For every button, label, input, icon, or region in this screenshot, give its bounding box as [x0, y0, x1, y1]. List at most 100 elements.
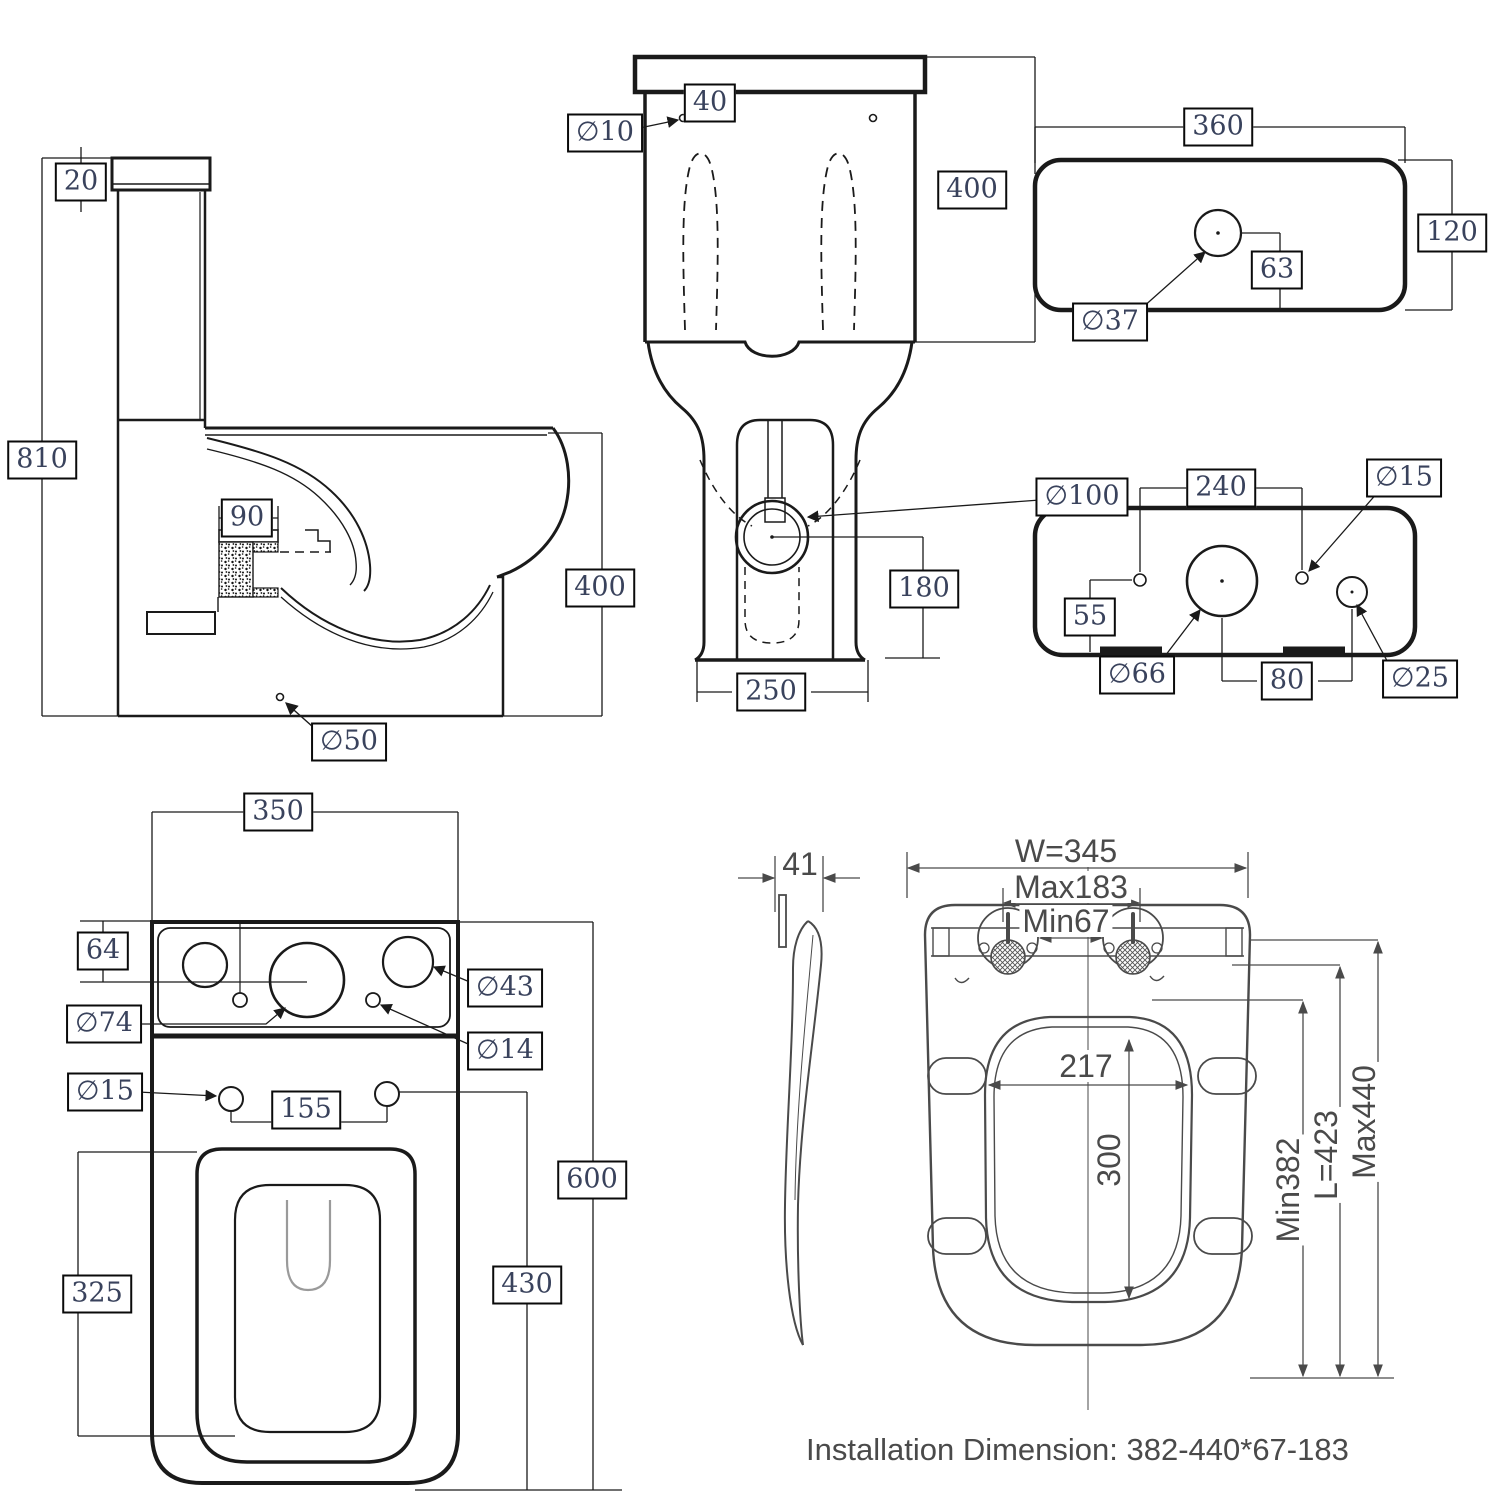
dim-tank-width-label: 350: [243, 792, 313, 832]
leader-flush-outlet-diameter: [1161, 609, 1201, 661]
leader-button-diameter: [1141, 251, 1206, 309]
dim-hinge-min-label: Min67: [1019, 905, 1113, 937]
installation-dimension-note: Installation Dimension: 382-440*67-183: [806, 1432, 1349, 1467]
dim-seat-bolt-spacing-lines: [230, 1106, 388, 1123]
side-bowl-silhouette: [496, 427, 571, 579]
dim-button-diameter-label: ∅37: [1072, 302, 1148, 342]
seat-slot-bottom-right: [1193, 1217, 1253, 1255]
dim-seat-width-lines: [906, 852, 1249, 898]
dim-bolt-spacing-lines: [1139, 487, 1303, 572]
side-section-view: [41, 147, 603, 736]
seat-bolt-hole-left: [218, 1086, 244, 1112]
cistern-base-view: [1032, 487, 1418, 682]
tank-hole-left: [181, 941, 229, 989]
dim-length-min-label: Min382: [1270, 1134, 1306, 1246]
dim-tank-width-lines: [151, 811, 459, 922]
dim-seat-bolt-spacing-label: 155: [271, 1090, 341, 1130]
front-view: [629, 54, 1041, 702]
side-outlet-hole: [275, 692, 285, 702]
seat-slot-top-right: [1197, 1057, 1257, 1095]
seat-outline: [923, 903, 1252, 1347]
dim-button-offset-label: 63: [1250, 250, 1304, 290]
dim-hole-offset-label: 40: [683, 83, 737, 123]
tank-hole-center: [268, 941, 346, 1019]
dim-trap-center-height-label: 180: [889, 569, 959, 609]
dim-trap-diameter-label: ∅100: [1035, 477, 1129, 517]
dim-lid-depth-label: 120: [1417, 213, 1487, 253]
seat-opening-inner: [993, 1026, 1184, 1294]
cistern-lid-top-view: [1032, 126, 1453, 313]
front-tank-internal-right: [820, 152, 857, 331]
pan-water-inlet-shape: [285, 1200, 332, 1292]
bolt-hole-left: [1133, 573, 1147, 587]
dim-opening-length-lines: [77, 1151, 235, 1437]
dim-opening-length-label: 325: [62, 1274, 132, 1314]
dim-length-max-label: Max440: [1346, 1062, 1382, 1182]
tank-hole-right: [381, 935, 435, 989]
dim-base-width-lines: [696, 660, 869, 702]
seat-top-view: [906, 852, 1394, 1410]
dim-flush-outlet-diameter-label: ∅66: [1099, 655, 1175, 695]
front-tank-bottom: [645, 340, 915, 358]
pan-opening-outline: [233, 1183, 382, 1434]
dim-seat-bolt-diameter-label: ∅15: [67, 1072, 143, 1112]
leader-valve-diameter: [1356, 603, 1393, 671]
dim-pan-length-label: 600: [557, 1160, 627, 1200]
seat-views: [738, 852, 1394, 1410]
front-body-left: [646, 341, 706, 662]
inlet-valve-hole: [1336, 576, 1368, 608]
dim-lid-thickness-label: 20: [54, 162, 108, 202]
dim-seat-thickness-label: 41: [779, 848, 821, 880]
dim-valve-offset-label: 80: [1260, 661, 1314, 701]
side-bowl-underside: [280, 584, 491, 643]
dim-bowl-height-label: 400: [565, 568, 635, 608]
flush-outlet-hole: [1185, 544, 1259, 618]
front-pedestal-arch: [735, 418, 835, 660]
dim-hole-center-offset-label: 64: [76, 931, 130, 971]
cistern-base-outline: [1032, 505, 1418, 658]
pan-top-view: [77, 811, 622, 1491]
dim-bolt-spacing-label: 240: [1186, 468, 1256, 508]
dim-trap-height-lines: [772, 536, 940, 659]
tank-small-hole-right: [365, 992, 381, 1008]
seat-side-profile: [738, 856, 860, 1346]
side-fixing-box: [146, 611, 216, 635]
dim-lid-width-lines: [1034, 126, 1406, 163]
side-lid: [110, 156, 212, 192]
seat-slot-top-left: [927, 1057, 987, 1095]
side-flush-channel: [206, 437, 372, 592]
tank-small-hole-left: [232, 992, 248, 1008]
dim-seat-width-label: W=345: [1011, 835, 1121, 867]
dim-seat-area-length-label: 430: [492, 1265, 562, 1305]
leader-flush-hole-diameter: [136, 1007, 286, 1025]
front-trap-dashed: [744, 567, 800, 644]
front-lid-hole-right: [868, 113, 878, 123]
dim-tank-height-label: 400: [937, 170, 1007, 210]
dim-small-hole-diameter-label: ∅14: [467, 1031, 543, 1071]
dim-lid-width-label: 360: [1183, 107, 1253, 147]
pan-seat-outline: [195, 1147, 417, 1464]
leader-small-hole-diameter: [379, 1003, 478, 1049]
seat-bolt-hole-right: [374, 1081, 400, 1107]
dim-outlet-diameter-label: ∅50: [311, 722, 387, 762]
dim-side-hole-diameter-label: ∅43: [467, 968, 543, 1008]
pan-outline: [150, 920, 460, 1485]
seat-hinge-right: [1102, 907, 1164, 975]
front-tank-internal-left: [682, 152, 719, 331]
dim-length-label: L=423: [1308, 1107, 1344, 1203]
dim-hinge-max-lines: [1002, 888, 1141, 922]
leader-trap-diameter: [806, 499, 1041, 523]
dim-base-width-label: 250: [736, 672, 806, 712]
dim-hinge-max-label: Max183: [1011, 871, 1131, 903]
pan-tank-inner: [157, 927, 451, 1028]
leader-seat-bolt-diameter: [137, 1089, 218, 1102]
dim-seat-opening-width-label: 217: [1056, 1050, 1116, 1082]
seat-hinge-left: [977, 907, 1039, 975]
dim-lid-depth-lines: [1398, 159, 1453, 311]
front-body-right: [854, 341, 914, 662]
lid-outline: [1032, 157, 1408, 313]
dim-overall-height-lines: [41, 158, 118, 717]
dim-bowl-height-lines: [503, 432, 603, 717]
